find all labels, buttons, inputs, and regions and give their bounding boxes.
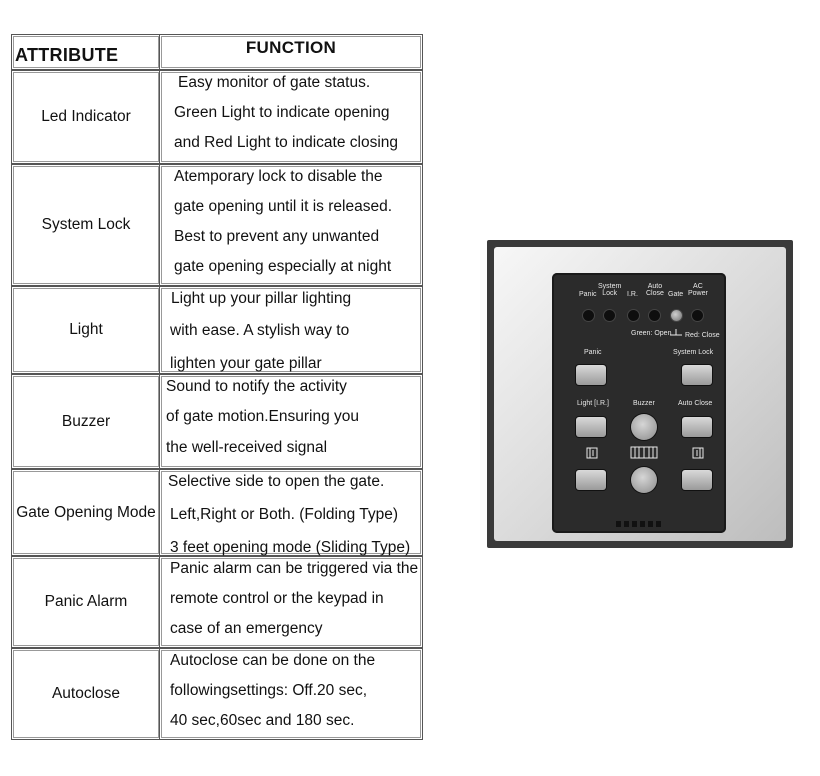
function-cell: Light up your pillar lighting with ease.… <box>159 286 423 374</box>
function-cell: Atemporary lock to disable the gate open… <box>159 164 423 286</box>
function-cell: Sound to notify the activity of gate mot… <box>159 374 423 469</box>
keypad-panel: Panic System Lock I.R. Auto Close Gate A… <box>552 273 726 533</box>
table-header-row: ATTRIBUTE FUNCTION <box>11 34 423 70</box>
table-row: Gate Opening Mode Selective side to open… <box>11 469 423 556</box>
function-line: case of an emergency <box>170 620 323 637</box>
auto-close-button[interactable] <box>682 417 712 437</box>
led-label-ac-power: AC Power <box>688 283 708 298</box>
attribute-cell: Light <box>11 286 161 374</box>
light-button-label: Light [I.R.] <box>577 400 609 407</box>
table-row: System Lock Atemporary lock to disable t… <box>11 164 423 286</box>
buzzer-button[interactable] <box>631 414 657 440</box>
function-line: gate opening especially at night <box>174 258 392 275</box>
panic-button[interactable] <box>576 365 606 385</box>
led-label-system-lock: System Lock <box>598 283 622 298</box>
function-line: gate opening until it is released. <box>174 198 393 215</box>
function-line: Light up your pillar lighting <box>171 290 352 307</box>
gate-led <box>671 310 682 321</box>
led-label-gate: Gate <box>668 291 684 298</box>
table-row: Autoclose Autoclose can be done on the f… <box>11 648 423 740</box>
function-line: followingsettings: Off.20 sec, <box>170 682 368 699</box>
led-label-panic: Panic <box>579 291 597 298</box>
function-line: with ease. A stylish way to <box>170 322 350 339</box>
legend-divider-icon <box>670 329 682 336</box>
attribute-header: ATTRIBUTE <box>11 34 161 70</box>
led-legend-red: Red: Close <box>685 332 720 339</box>
right-gate-button[interactable] <box>682 470 712 490</box>
led-label-ir: I.R. <box>627 291 638 298</box>
function-line: Easy monitor of gate status. <box>178 74 371 91</box>
function-line: Autoclose can be done on the <box>170 652 376 669</box>
auto-close-button-label: Auto Close <box>678 400 713 407</box>
system-lock-button-label: System Lock <box>673 349 714 356</box>
function-line: Best to prevent any unwanted <box>174 228 380 245</box>
table-row: Panic Alarm Panic alarm can be triggered… <box>11 556 423 648</box>
function-line: Green Light to indicate opening <box>174 104 390 121</box>
both-gates-button[interactable] <box>631 467 657 493</box>
attribute-cell: System Lock <box>11 164 161 286</box>
table-row: Buzzer Sound to notify the activity of g… <box>11 374 423 469</box>
function-line: remote control or the keypad in <box>170 590 384 607</box>
function-header: FUNCTION <box>159 34 423 70</box>
function-cell: Autoclose can be done on the followingse… <box>159 648 423 740</box>
left-gate-icon <box>586 447 598 459</box>
table-row: Led Indicator Easy monitor of gate statu… <box>11 70 423 164</box>
attribute-cell: Led Indicator <box>11 70 161 164</box>
function-cell: Easy monitor of gate status. Green Light… <box>159 70 423 164</box>
panic-led <box>583 310 594 321</box>
function-line: and Red Light to indicate closing <box>174 134 399 151</box>
function-line: the well-received signal <box>166 439 328 456</box>
function-cell: Selective side to open the gate. Left,Ri… <box>159 469 423 556</box>
panic-button-label: Panic <box>584 349 602 356</box>
speaker-grille <box>616 521 664 527</box>
attribute-cell: Autoclose <box>11 648 161 740</box>
led-legend-green: Green: Open <box>631 330 672 337</box>
function-line: 40 sec,60sec and 180 sec. <box>170 712 355 729</box>
attribute-cell: Gate Opening Mode <box>11 469 161 556</box>
attribute-cell: Panic Alarm <box>11 556 161 648</box>
function-line: of gate motion.Ensuring you <box>166 408 360 425</box>
gate-keypad-photo: Panic System Lock I.R. Auto Close Gate A… <box>487 240 793 548</box>
both-gates-icon <box>630 446 658 459</box>
light-button[interactable] <box>576 417 606 437</box>
function-line: Left,Right or Both. (Folding Type) <box>170 506 399 523</box>
system-lock-led <box>604 310 615 321</box>
keypad-face-plate: Panic System Lock I.R. Auto Close Gate A… <box>494 247 786 541</box>
function-line: Atemporary lock to disable the <box>174 168 383 185</box>
right-gate-icon <box>692 447 704 459</box>
led-label-auto-close: Auto Close <box>646 283 664 298</box>
function-line: 3 feet opening mode (Sliding Type) <box>170 539 411 556</box>
function-line: Panic alarm can be triggered via the <box>170 560 419 577</box>
function-line: lighten your gate pillar <box>170 355 322 372</box>
left-gate-button[interactable] <box>576 470 606 490</box>
system-lock-button[interactable] <box>682 365 712 385</box>
attribute-cell: Buzzer <box>11 374 161 469</box>
function-line: Selective side to open the gate. <box>168 473 385 490</box>
function-cell: Panic alarm can be triggered via the rem… <box>159 556 423 648</box>
function-line: Sound to notify the activity <box>166 378 347 395</box>
auto-close-led <box>649 310 660 321</box>
ac-power-led <box>692 310 703 321</box>
ir-led <box>628 310 639 321</box>
buzzer-button-label: Buzzer <box>633 400 655 407</box>
table-row: Light Light up your pillar lighting with… <box>11 286 423 374</box>
